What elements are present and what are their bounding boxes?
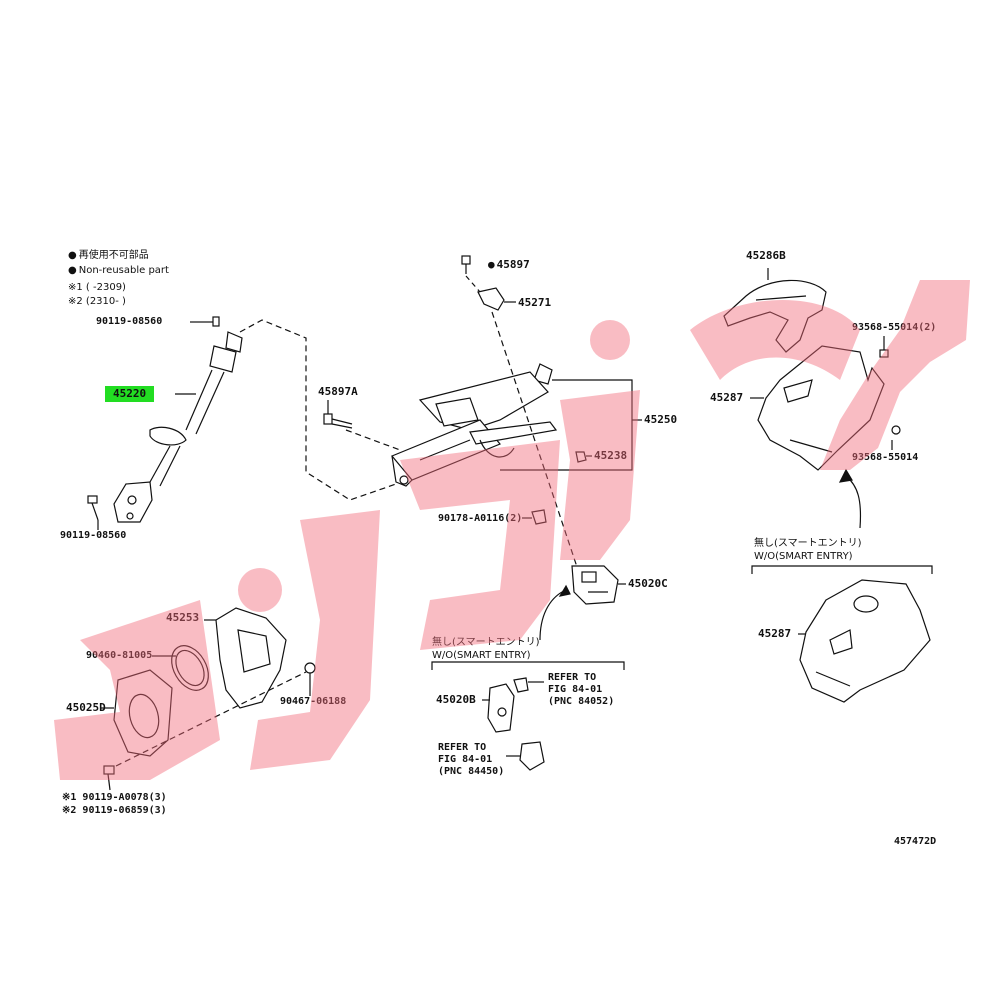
boot-45025d	[113, 669, 173, 757]
legend-non-reusable-en: Non-reusable part	[68, 265, 169, 277]
condition-right-jp: 無し(スマートエントリ)	[754, 538, 862, 549]
label-45238[interactable]: 45238	[594, 449, 628, 462]
screw-93568-2	[879, 343, 889, 358]
upper-cover-45286b	[723, 279, 827, 353]
label-90178-a0116[interactable]: 90178-A0116(2)	[438, 513, 523, 524]
label-45271[interactable]: 45271	[518, 296, 552, 309]
gasket-90460	[171, 645, 209, 691]
label-45286b[interactable]: 45286B	[746, 249, 786, 262]
label-90460-81005[interactable]: 90460-81005	[86, 650, 153, 661]
label-90119-a0078[interactable]: ※1 90119-A0078(3)	[62, 792, 167, 803]
switch-45020b	[487, 677, 545, 771]
label-45020c[interactable]: 45020C	[628, 577, 668, 590]
intermediate-shaft-part	[113, 331, 243, 523]
ref1-line2[interactable]: FIG 84-01	[548, 684, 603, 695]
legend-non-reusable-jp: 再使用不可部品	[68, 250, 149, 262]
ref2-line1[interactable]: REFER TO	[438, 742, 487, 753]
label-45220[interactable]: 45220	[105, 386, 155, 402]
clip-90467	[304, 662, 316, 674]
ref1-line3[interactable]: (PNC 84052)	[548, 696, 615, 707]
label-45253[interactable]: 45253	[166, 611, 200, 624]
ref2-line3[interactable]: (PNC 84450)	[438, 766, 505, 777]
clip-45271	[477, 287, 505, 311]
label-90467-06188[interactable]: 90467-06188	[280, 696, 347, 707]
bolt-90119-lower	[103, 765, 115, 791]
legend-note-2: ※2 (2310- )	[68, 296, 126, 307]
condition-right-en: W/O(SMART ENTRY)	[754, 551, 853, 562]
condition-left-en: W/O(SMART ENTRY)	[432, 650, 531, 661]
label-90119-08560-bottom[interactable]: 90119-08560	[60, 530, 127, 541]
label-45897a[interactable]: 45897A	[318, 385, 358, 398]
label-45287-bottom[interactable]: 45287	[758, 627, 792, 640]
steering-column-part	[391, 363, 558, 487]
column-hole-cover-45253	[215, 607, 287, 709]
label-45897[interactable]: 45897	[488, 259, 530, 271]
ref2-line2[interactable]: FIG 84-01	[438, 754, 493, 765]
label-90119-06859[interactable]: ※2 90119-06859(3)	[62, 805, 167, 816]
label-45250[interactable]: 45250	[644, 413, 678, 426]
bolt-90119-bottom	[87, 495, 99, 521]
bolt-90119-top	[205, 316, 220, 327]
label-45020b[interactable]: 45020B	[436, 693, 476, 706]
bolt-45897a	[323, 413, 353, 429]
legend-note-1: ※1 ( -2309)	[68, 282, 126, 293]
bolt-45897	[461, 255, 471, 274]
ref1-line1[interactable]: REFER TO	[548, 672, 597, 683]
figure-id: 457472D	[894, 836, 937, 847]
label-45287-top[interactable]: 45287	[710, 391, 744, 404]
label-93568-55014[interactable]: 93568-55014	[852, 452, 919, 463]
condition-left-jp: 無し(スマートエントリ)	[432, 637, 540, 648]
lower-cover-45287-top	[757, 345, 885, 471]
lower-cover-45287-bottom	[799, 579, 931, 703]
label-93568-55014-2[interactable]: 93568-55014(2)	[852, 322, 937, 333]
switch-45020c	[571, 565, 619, 605]
label-90119-08560-top[interactable]: 90119-08560	[96, 316, 163, 327]
label-45025d[interactable]: 45025D	[66, 701, 106, 714]
